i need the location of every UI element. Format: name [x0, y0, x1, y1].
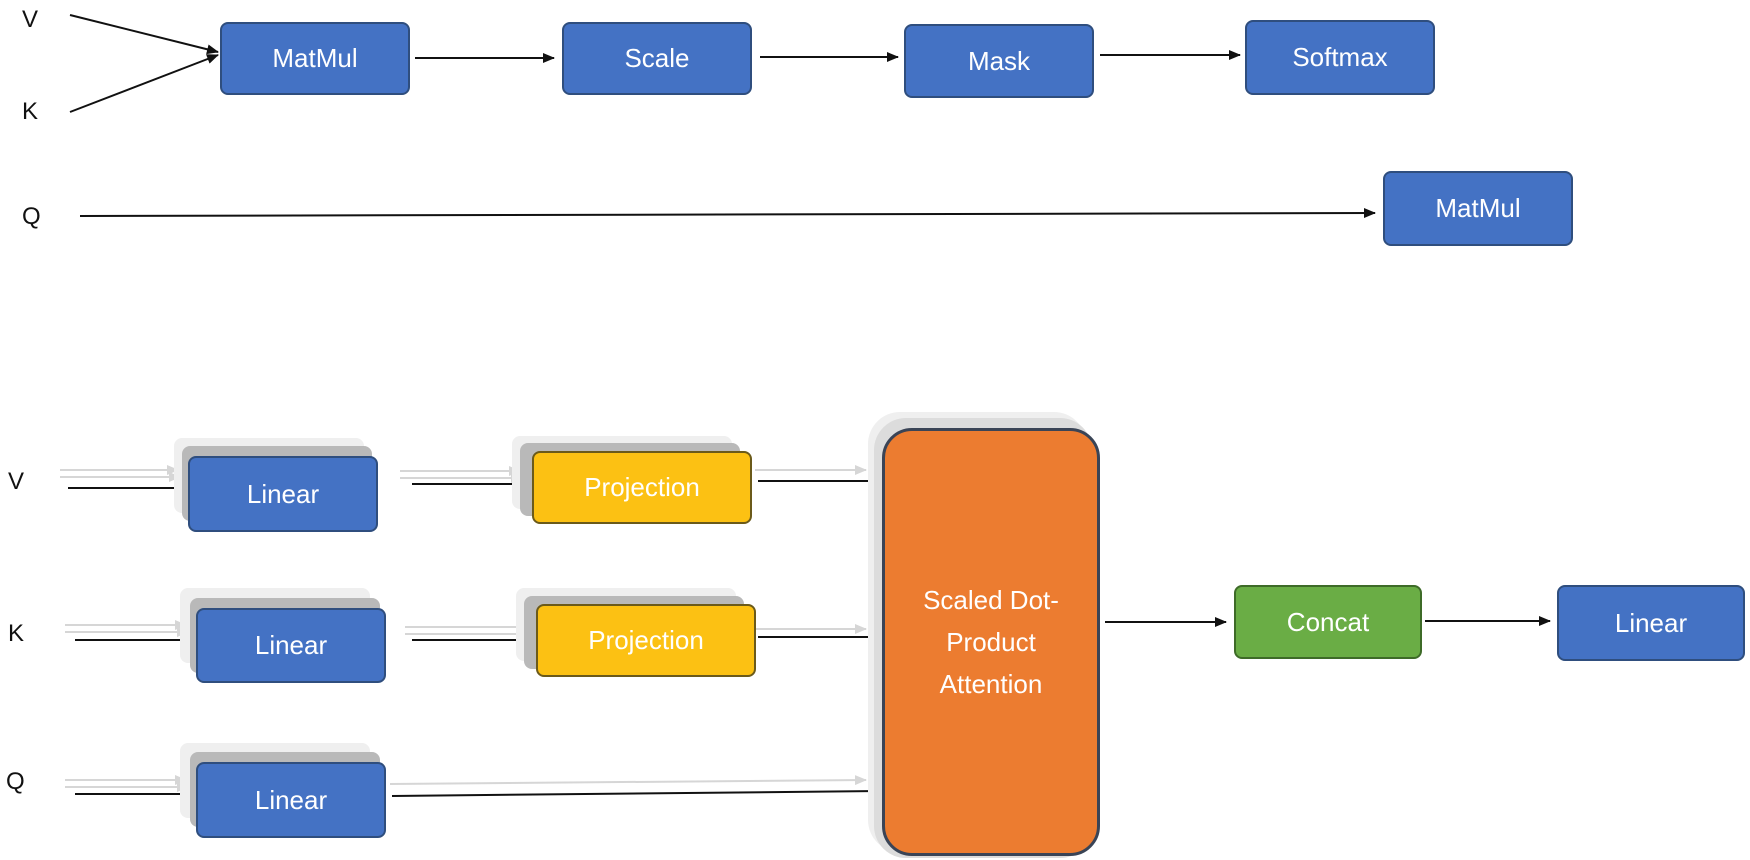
input-label-v-bottom: V	[8, 468, 25, 495]
projection-k-box: Projection	[536, 604, 756, 677]
matmul-output-box: MatMul	[1383, 171, 1573, 246]
arrow-linear-q-to-attention	[391, 786, 881, 797]
arrow-k-to-matmul	[69, 54, 219, 113]
linear-k-box: Linear	[196, 608, 386, 683]
matmul-box: MatMul	[220, 22, 410, 95]
input-label-v: V	[22, 6, 39, 33]
attention-label: Scaled Dot-Product Attention	[923, 585, 1059, 699]
projection-v-box: Projection	[532, 451, 752, 524]
attention-box: Scaled Dot-Product Attention	[882, 428, 1100, 856]
ghost-arrows	[60, 465, 867, 792]
linear-v-box: Linear	[188, 456, 378, 532]
input-label-q-bottom: Q	[6, 768, 25, 795]
input-label-k-bottom: K	[8, 620, 25, 647]
linear-output-box: Linear	[1557, 585, 1745, 661]
arrow-v-to-matmul	[69, 14, 219, 55]
linear-q-box: Linear	[196, 762, 386, 838]
mask-box: Mask	[904, 24, 1094, 98]
input-label-k: K	[22, 98, 39, 125]
input-label-q: Q	[22, 203, 41, 230]
scale-box: Scale	[562, 22, 752, 95]
softmax-box: Softmax	[1245, 20, 1435, 95]
concat-box: Concat	[1234, 585, 1422, 659]
arrow-q-to-matmul	[79, 208, 1376, 219]
